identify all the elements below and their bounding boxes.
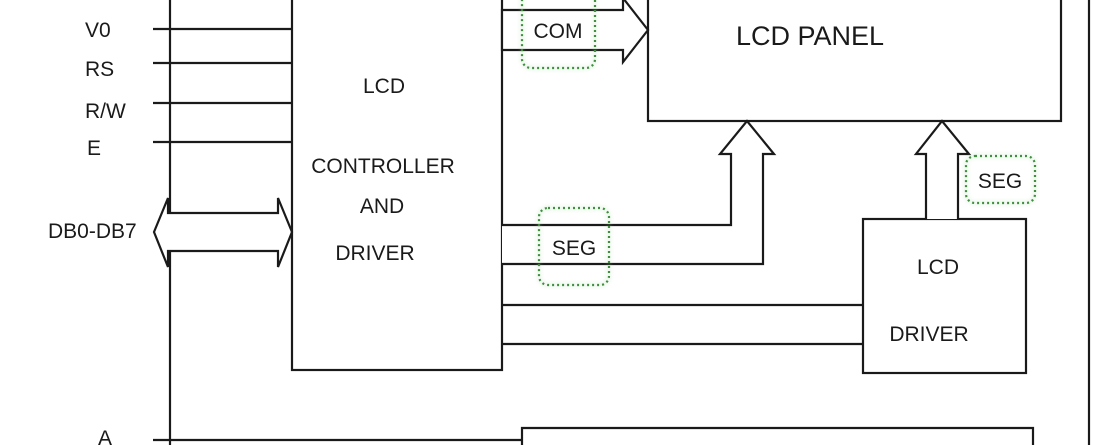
data-bus-double-arrow [152,197,294,268]
driver-line2: DRIVER [889,323,968,346]
v0-label: V0 [85,19,111,42]
controller-line4: DRIVER [335,242,414,265]
com-tag-box [520,0,597,70]
lcd-panel-title: LCD PANEL [736,21,884,51]
seg-arrow-controller [502,119,777,266]
controller-box [290,0,504,372]
lcd-driver-box [861,217,1028,375]
backlight-box [520,426,1035,445]
seg-tag-2: SEG [978,170,1022,193]
driver-line1: LCD [917,256,959,279]
seg-arrow-driver [913,119,972,219]
com-tag: COM [534,20,583,43]
seg-tag-box-2 [964,154,1037,205]
a-label: A [98,427,112,445]
seg-tag-box-1 [537,206,611,287]
controller-line1: LCD [363,75,405,98]
seg-tag-1: SEG [552,237,596,260]
rw-label: R/W [85,100,126,123]
rs-label: RS [85,58,114,81]
db-label: DB0-DB7 [48,220,137,243]
controller-line2: CONTROLLER [311,155,455,178]
e-label: E [87,137,101,160]
lcd-panel-box [646,0,1063,123]
controller-line3: AND [360,195,404,218]
